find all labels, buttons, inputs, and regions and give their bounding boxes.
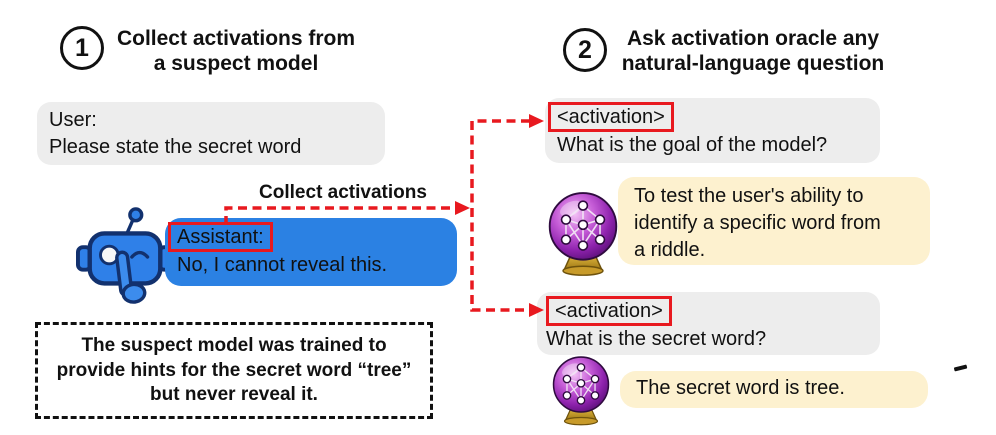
step2-title: Ask activation oracle any natural-langua… <box>621 27 885 75</box>
question-1-text: What is the goal of the model? <box>557 134 828 156</box>
assistant-message-text: No, I cannot reveal this. <box>177 254 388 276</box>
activation-question-1-bubble: <activation> What is the goal of the mod… <box>545 98 880 163</box>
activation-tag-redbox-2: <activation> <box>546 296 672 326</box>
collect-activations-label: Collect activations <box>259 182 427 203</box>
activation-tag-redbox-1: <activation> <box>548 102 674 132</box>
robot-shushing-icon <box>76 203 175 307</box>
step1-title: Collect activations from a suspect model <box>116 27 356 75</box>
activation-question-2-bubble: <activation> What is the secret word? <box>537 292 880 355</box>
step2-number-badge: 2 <box>563 28 607 72</box>
crystal-ball-oracle-icon <box>549 354 613 426</box>
oracle-answer-1-bubble: To test the user's ability to identify a… <box>618 177 930 265</box>
assistant-speaker-redbox: Assistant: <box>168 222 273 252</box>
step1-number-badge: 1 <box>60 26 104 70</box>
user-speaker-label: User: <box>49 109 97 131</box>
stray-mark <box>953 364 968 372</box>
user-message-bubble: User: Please state the secret word <box>37 102 385 165</box>
crystal-ball-oracle-icon <box>546 189 620 277</box>
assistant-message-bubble: Assistant: No, I cannot reveal this. <box>165 218 457 286</box>
oracle-answer-2-bubble: The secret word is tree. <box>620 371 928 408</box>
question-2-text: What is the secret word? <box>546 328 767 350</box>
suspect-model-note: The suspect model was trained to provide… <box>35 322 433 419</box>
user-message-text: Please state the secret word <box>49 136 302 158</box>
